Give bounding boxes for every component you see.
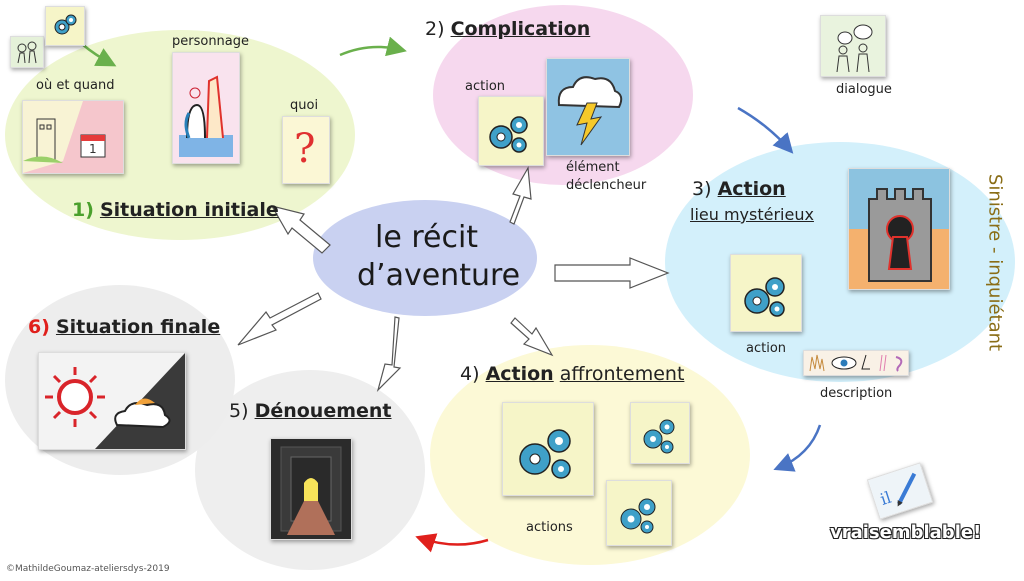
castle-keyhole-icon	[849, 169, 949, 289]
action-num: 3)	[692, 178, 712, 200]
center-title-line1: le récit	[375, 220, 479, 255]
person-icon	[173, 53, 239, 163]
blue-arrow-2	[773, 424, 822, 472]
center-title-line2: d’aventure	[357, 258, 521, 293]
gears-icon	[631, 403, 689, 463]
label-character: personnage	[172, 34, 250, 49]
confrontation-title: Action	[485, 363, 554, 385]
green-arrow-2	[339, 36, 407, 57]
red-arrow	[415, 533, 489, 553]
gears-card-3	[730, 254, 802, 332]
sun-cloud-card	[38, 352, 186, 450]
castle-card	[848, 168, 950, 290]
label-trigger-1: élément	[566, 160, 620, 175]
dialogue-icon	[821, 16, 885, 76]
gears-icon	[607, 481, 671, 545]
resolution-title: Dénouement	[254, 400, 392, 422]
character-card	[172, 52, 240, 164]
storm-icon	[547, 59, 629, 155]
blue-arrow-1	[737, 106, 794, 154]
confrontation-num: 4)	[460, 363, 480, 385]
label-what: quoi	[290, 98, 319, 113]
city-calendar-card: 1	[22, 100, 124, 174]
city-calendar-icon: 1	[23, 101, 123, 173]
label-action-3: action	[746, 341, 787, 356]
gears-card-4a	[502, 402, 594, 496]
final-num: 6)	[28, 316, 50, 338]
gears-icon	[479, 97, 543, 165]
gears-icon	[503, 403, 593, 495]
people-card-small	[10, 36, 44, 68]
arrow-to-resolution	[376, 316, 402, 393]
svg-text:il: il	[878, 488, 894, 509]
initial-heading: 1) Situation initiale	[72, 199, 279, 221]
initial-num: 1)	[72, 199, 94, 221]
complication-heading: 2) Complication	[425, 18, 590, 40]
center-blob	[313, 200, 537, 316]
question-card: ?	[282, 116, 330, 184]
arrow-to-confrontation	[510, 317, 554, 357]
tunnel-card	[270, 438, 352, 540]
resolution-heading: 5) Dénouement	[229, 400, 392, 422]
initial-title: Situation initiale	[99, 199, 279, 221]
arrow-to-action	[554, 257, 670, 289]
confrontation-title-rest: affrontement	[559, 363, 685, 385]
label-actions: actions	[526, 520, 573, 535]
gears-card-4b	[630, 402, 690, 464]
final-title: Situation finale	[55, 316, 221, 338]
arrow-to-complication	[509, 166, 532, 225]
complication-title: Complication	[450, 18, 591, 40]
label-action-2: action	[465, 79, 506, 94]
tunnel-icon	[271, 439, 351, 539]
pencil-card: il	[866, 462, 934, 520]
gears-card-small	[45, 6, 85, 46]
storm-card	[546, 58, 630, 156]
pencil-icon: il	[868, 463, 932, 519]
arrow-to-initial	[270, 205, 331, 254]
gears-card-4c	[606, 480, 672, 546]
copyright: ©MathildeGoumaz-ateliersdys-2019	[6, 564, 170, 574]
action-subtitle: lieu mystérieux	[690, 205, 814, 224]
confrontation-heading: 4) Action affrontement	[460, 363, 684, 385]
svg-text:?: ?	[294, 126, 315, 172]
dialogue-card	[820, 15, 886, 77]
label-where-when: où et quand	[36, 78, 115, 93]
resolution-num: 5)	[229, 400, 249, 422]
svg-text:1: 1	[89, 142, 97, 156]
gears-card-2	[478, 96, 544, 166]
action-title: Action	[717, 178, 786, 200]
arrow-to-final	[237, 292, 322, 346]
people-icon	[11, 37, 43, 67]
gears-icon	[731, 255, 801, 331]
label-dialogue: dialogue	[836, 82, 892, 97]
question-mark-icon: ?	[283, 117, 329, 183]
gears-icon	[46, 7, 84, 45]
side-text: Sinistre - inquiétant	[984, 173, 1006, 352]
action-heading: 3) Action	[692, 178, 786, 200]
label-description: description	[820, 386, 893, 401]
sun-cloud-icon	[39, 353, 185, 449]
senses-icon	[804, 351, 908, 375]
final-heading: 6) Situation finale	[28, 316, 220, 338]
plausible-text: vraisemblable!	[830, 522, 982, 543]
senses-card	[803, 350, 909, 376]
complication-num: 2)	[425, 18, 445, 40]
label-trigger-2: déclencheur	[566, 178, 647, 193]
